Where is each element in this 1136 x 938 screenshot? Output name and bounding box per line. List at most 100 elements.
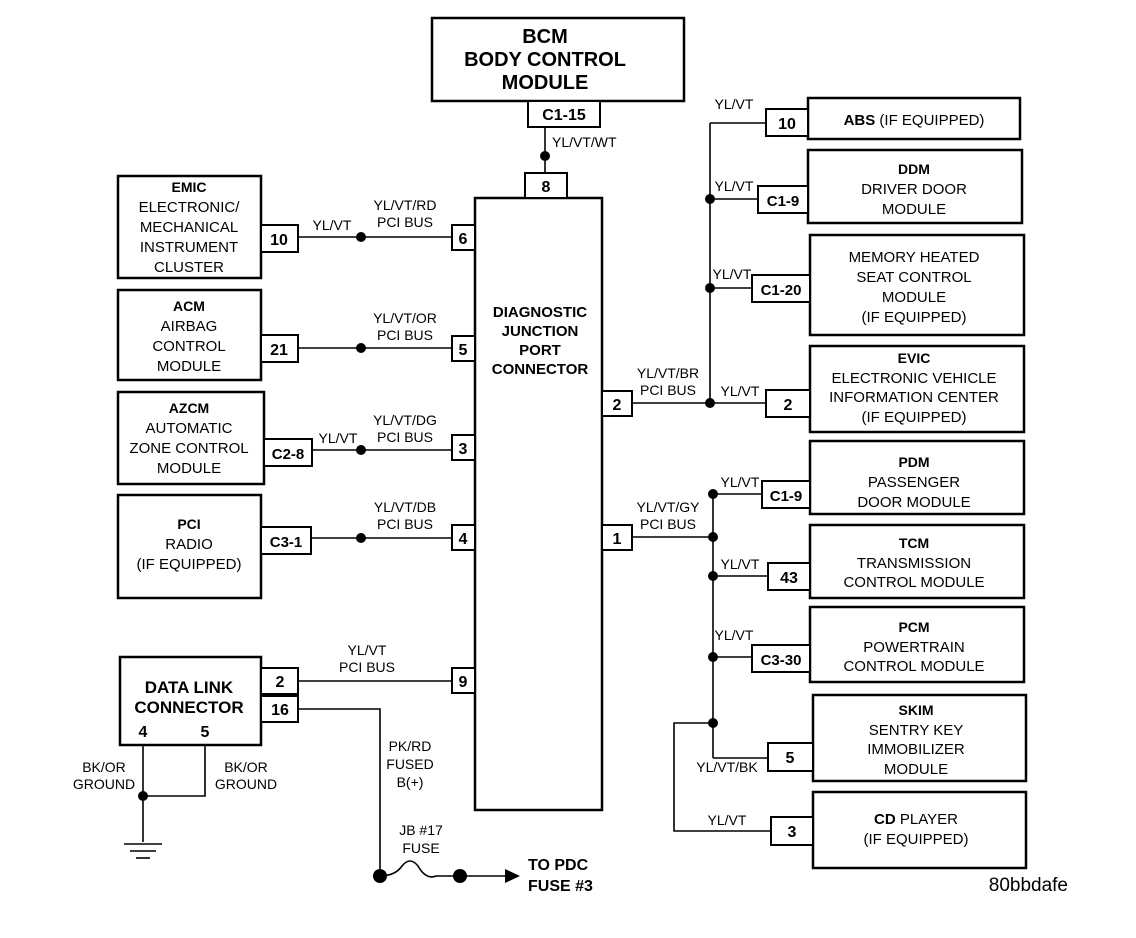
bcm-module: BCM BODY CONTROL MODULE C1-15 YL/VT/WT xyxy=(430,16,686,150)
djc-pin-6: 6 xyxy=(459,231,468,248)
pdm-pin: C1-9 xyxy=(770,488,803,505)
bus-gy-name: PCI BUS xyxy=(640,516,696,532)
pci-line2: (IF EQUIPPED) xyxy=(136,556,241,573)
bcm-line3: MODULE xyxy=(502,72,589,94)
skim-title: SKIM xyxy=(899,702,934,718)
pdc-label: TO PDC xyxy=(528,857,589,874)
dlc-pin-4: 4 xyxy=(139,724,148,741)
bus-br-name: PCI BUS xyxy=(640,382,696,398)
evic-line2: INFORMATION CENTER xyxy=(829,389,999,406)
djc-line2: JUNCTION xyxy=(502,323,579,340)
fuse-id: JB #17 xyxy=(399,822,443,838)
pdm-wire-label: YL/VT xyxy=(721,474,760,490)
left-bus-labels: YL/VT/RD PCI BUS YL/VT/OR PCI BUS YL/VT/… xyxy=(313,197,437,675)
evic-wire-label: YL/VT xyxy=(721,383,760,399)
acm-line3: MODULE xyxy=(157,358,221,375)
pci-pin: C3-1 xyxy=(270,534,303,551)
djc-pin-2: 2 xyxy=(613,397,622,414)
dlc-ground1-color: BK/OR xyxy=(82,759,126,775)
dlc-pin-2: 2 xyxy=(276,674,285,691)
mhsm-line2: SEAT CONTROL xyxy=(856,269,971,286)
acm-module: ACM AIRBAG CONTROL MODULE 21 xyxy=(116,288,299,382)
mhsm-line4: (IF EQUIPPED) xyxy=(861,309,966,326)
pcm-line2: CONTROL MODULE xyxy=(843,658,984,675)
tcm-module: TCM TRANSMISSION CONTROL MODULE 43 YL/VT xyxy=(721,523,1026,600)
djc-pin-3: 3 xyxy=(459,441,468,458)
tcm-line2: CONTROL MODULE xyxy=(843,574,984,591)
djc-pin-5: 5 xyxy=(459,342,468,359)
dlc-line2: CONNECTOR xyxy=(134,698,243,717)
acm-line1: AIRBAG xyxy=(161,318,218,335)
pcm-pin: C3-30 xyxy=(761,652,802,669)
right-bus-labels: YL/VT/BR PCI BUS YL/VT/GY PCI BUS xyxy=(636,365,700,532)
data-link-connector: DATA LINK CONNECTOR 4 5 2 16 BK/OR GROUN… xyxy=(73,655,593,895)
abs-pin: 10 xyxy=(778,116,796,133)
cd-pin: 3 xyxy=(788,824,797,841)
abs-wire-label: YL/VT xyxy=(715,96,754,112)
tcm-line1: TRANSMISSION xyxy=(857,555,971,572)
skim-line2: IMMOBILIZER xyxy=(867,741,965,758)
bcm-title: BCM xyxy=(522,26,568,48)
azcm-line3: MODULE xyxy=(157,460,221,477)
acm-title: ACM xyxy=(173,298,205,314)
mhsm-wire-label: YL/VT xyxy=(713,266,752,282)
azcm-module: AZCM AUTOMATIC ZONE CONTROL MODULE C2-8 xyxy=(116,390,313,486)
emic-line4: CLUSTER xyxy=(154,259,224,276)
djc-pin-8: 8 xyxy=(542,179,551,196)
pdm-title: PDM xyxy=(898,454,929,470)
pci-line1: RADIO xyxy=(165,536,213,553)
djc-pin-4: 4 xyxy=(459,531,468,548)
cd-player-module: CD PLAYER (IF EQUIPPED) 3 YL/VT xyxy=(708,790,1028,870)
abs-module: ABS (IF EQUIPPED) 10 YL/VT xyxy=(715,96,1022,141)
fused-wire-label: FUSED xyxy=(386,756,433,772)
djc-line4: CONNECTOR xyxy=(492,361,589,378)
skim-line3: MODULE xyxy=(884,761,948,778)
bus-br-color: YL/VT/BR xyxy=(637,365,699,381)
bus-gy-color: YL/VT/GY xyxy=(636,499,700,515)
skim-module: SKIM SENTRY KEY IMMOBILIZER MODULE 5 YL/… xyxy=(696,693,1028,783)
djc-line3: PORT xyxy=(519,342,561,359)
emic-bus-name: PCI BUS xyxy=(377,214,433,230)
azcm-bus-name: PCI BUS xyxy=(377,429,433,445)
memory-heated-seat-module: MEMORY HEATED SEAT CONTROL MODULE (IF EQ… xyxy=(713,233,1026,337)
fused-wire-color: PK/RD xyxy=(389,738,432,754)
skim-wire-label: YL/VT/BK xyxy=(696,759,758,775)
azcm-pin: C2-8 xyxy=(272,446,305,463)
acm-line2: CONTROL xyxy=(152,338,225,355)
evic-title: EVIC xyxy=(898,350,931,366)
emic-line2: MECHANICAL xyxy=(140,219,238,236)
azcm-line1: AUTOMATIC xyxy=(146,420,233,437)
dlc-bus-name: PCI BUS xyxy=(339,659,395,675)
pcm-title: PCM xyxy=(898,619,929,635)
acm-bus-name: PCI BUS xyxy=(377,327,433,343)
mhsm-pin: C1-20 xyxy=(761,282,802,299)
pdm-line2: DOOR MODULE xyxy=(857,494,970,511)
dlc-pin-5: 5 xyxy=(201,724,210,741)
arrow-icon xyxy=(505,869,520,883)
djc-line1: DIAGNOSTIC xyxy=(493,304,587,321)
pdm-line1: PASSENGER xyxy=(868,474,960,491)
ddm-line2: MODULE xyxy=(882,201,946,218)
emic-title: EMIC xyxy=(172,179,207,195)
pci-radio-module: PCI RADIO (IF EQUIPPED) C3-1 xyxy=(116,493,312,600)
evic-pin: 2 xyxy=(784,397,793,414)
skim-pin: 5 xyxy=(786,750,795,767)
pcm-wire-label: YL/VT xyxy=(715,627,754,643)
pcm-module: PCM POWERTRAIN CONTROL MODULE C3-30 YL/V… xyxy=(715,605,1026,684)
evic-module: EVIC ELECTRONIC VEHICLE INFORMATION CENT… xyxy=(721,344,1026,434)
emic-wire-label: YL/VT xyxy=(313,217,352,233)
pci-bus-color: YL/VT/DB xyxy=(374,499,436,515)
tcm-title: TCM xyxy=(899,535,929,551)
evic-line3: (IF EQUIPPED) xyxy=(861,409,966,426)
tcm-wire-label: YL/VT xyxy=(721,556,760,572)
dlc-ground1-label: GROUND xyxy=(73,776,135,792)
ground-symbol-icon xyxy=(124,843,162,859)
pci-title: PCI xyxy=(177,516,200,532)
skim-line1: SENTRY KEY xyxy=(869,722,963,739)
mhsm-line3: MODULE xyxy=(882,289,946,306)
ddm-module: DDM DRIVER DOOR MODULE C1-9 YL/VT xyxy=(715,148,1024,225)
fuse-label: FUSE xyxy=(402,840,439,856)
emic-pin: 10 xyxy=(270,232,288,249)
bcm-line2: BODY CONTROL xyxy=(464,49,626,71)
